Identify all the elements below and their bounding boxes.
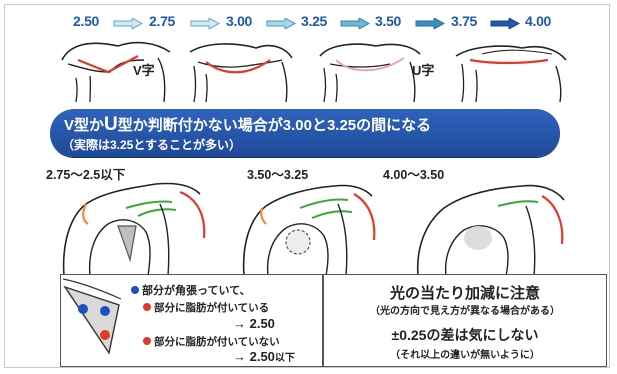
u-shape-label: U字 xyxy=(412,63,435,78)
rear-view-sketch-2-50 xyxy=(61,41,171,103)
body-condition-score-scale: 2.50 2.75 3.00 3.25 3.50 3.75 4.00 xyxy=(0,13,617,35)
range-label-high: 4.00～3.50 xyxy=(383,168,445,182)
arrow-icon xyxy=(190,18,220,29)
banner-text-u: U xyxy=(104,114,118,135)
fat-coverage-legend-box: 部分が角張っていて、 部分に脂肪が付いている → 2.50 部分に脂肪が付いてい… xyxy=(60,274,323,367)
banner-sub-text: （実際は3.25とすることが多い） xyxy=(62,138,241,152)
score-label: 2.75 xyxy=(149,13,176,29)
tolerance-subnote: （それ以上の違いが無いように） xyxy=(390,350,540,361)
score-label: 3.00 xyxy=(226,13,253,29)
lighting-note-box: 光の当たり加減に注意 （光の方向で見え方が異なる場合がある） ±0.25の差は気… xyxy=(323,274,607,367)
arrow-icon xyxy=(490,18,520,29)
arrow-icon xyxy=(415,18,445,29)
score-label: 4.00 xyxy=(525,13,552,29)
banner-main-text: V型かU型か判断付かない場合が3.00と3.25の間になる xyxy=(64,114,431,136)
score-label: 3.50 xyxy=(375,13,402,29)
arrow-icon xyxy=(113,18,143,29)
side-view-sketch-mid xyxy=(242,184,376,277)
rear-view-sketch-4-00 xyxy=(455,45,567,103)
score-value-1: → 2.50 xyxy=(233,316,275,331)
pin-bone-triangle-diagram xyxy=(63,278,122,355)
judgement-banner: V型かU型か判断付かない場合が3.00と3.25の間になる （実際は3.25とす… xyxy=(50,109,560,157)
arrow-icon xyxy=(266,18,296,29)
side-view-sketch-low xyxy=(62,182,206,277)
lighting-note-title: 光の当たり加減に注意 xyxy=(389,285,540,302)
score-value-2: → 2.50以下 xyxy=(233,349,295,364)
range-label-mid: 3.50～3.25 xyxy=(247,168,309,182)
range-label-low: 2.75～2.5以下 xyxy=(46,168,126,182)
banner-text-v-type: V型か xyxy=(64,117,105,134)
rear-view-sketch-3-00 xyxy=(189,43,293,103)
lighting-note-subtitle: （光の方向で見え方が異なる場合がある） xyxy=(370,306,560,317)
tolerance-note: ±0.25の差は気にしない xyxy=(391,327,539,343)
v-shape-label: V字 xyxy=(133,63,155,78)
arrow-icon xyxy=(340,18,370,29)
rear-view-sketch-3-50 xyxy=(319,43,421,103)
legend-red-line-2: 部分に脂肪が付いていない xyxy=(143,334,280,349)
red-dot-icon xyxy=(143,303,151,311)
score-label: 3.25 xyxy=(301,13,328,29)
legend-blue-line: 部分が角張っていて、 xyxy=(131,282,251,298)
score-label: 2.50 xyxy=(73,13,100,29)
score-label: 3.75 xyxy=(451,13,478,29)
side-view-sketch-high xyxy=(416,184,565,277)
legend-red-line-1: 部分に脂肪が付いている xyxy=(143,300,269,315)
red-dot-icon xyxy=(143,337,151,345)
banner-text-rest: 型か判断付かない場合が3.00と3.25の間になる xyxy=(117,117,432,134)
blue-dot-icon xyxy=(131,286,139,294)
